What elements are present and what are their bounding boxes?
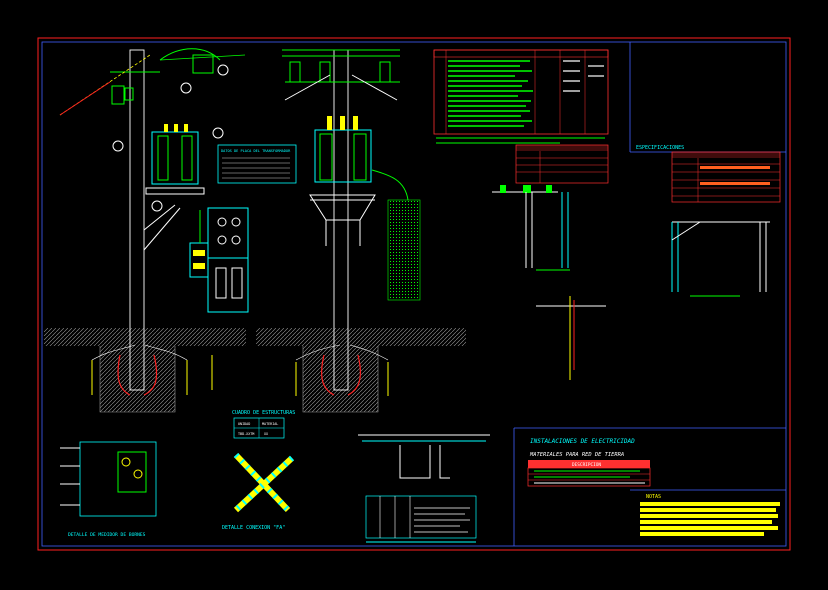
- connection-detail: DETALLE CONEXION "FA": [222, 452, 295, 531]
- small-table-right: [671, 151, 781, 203]
- left-pole-structure: [59, 48, 249, 396]
- drawing-title: INSTALACIONES DE ELECTRICIDAD: [530, 438, 635, 445]
- nameplate-title: DATOS DE PLACA DEL TRANSFORMADOR: [221, 149, 291, 153]
- ground-hatch-left: [44, 328, 246, 346]
- inner-frame: [41, 41, 787, 547]
- box-col1: UNIDAD: [238, 422, 250, 426]
- table-header: DESCRIPCION: [572, 462, 601, 468]
- outer-frame: [37, 37, 791, 551]
- title-block: INSTALACIONES DE ELECTRICIDAD MATERIALES…: [527, 438, 651, 487]
- transformer-nameplate: DATOS DE PLACA DEL TRANSFORMADOR: [217, 144, 297, 184]
- notes-block: NOTAS: [640, 494, 780, 536]
- side-label: ESPECIFICACIONES: [636, 145, 684, 151]
- box-val2: XX: [264, 432, 269, 436]
- drawing-subtitle: MATERIALES PARA RED DE TIERRA: [529, 452, 624, 458]
- grounding-detail: [358, 434, 490, 543]
- box-val1: TBD-XXTM: [238, 432, 254, 436]
- conn-caption: DETALLE CONEXION "FA": [222, 525, 285, 531]
- right-pole-structure: [282, 49, 409, 396]
- box-title: CUADRO DE ESTRUCTURAS: [232, 410, 295, 416]
- meter-caption: DETALLE DE MEDIDOR DE BORNES: [68, 532, 146, 538]
- notes-title: NOTAS: [646, 494, 661, 500]
- concrete-wall: [387, 199, 421, 301]
- ground-hatch-right: [256, 328, 466, 346]
- small-table-center: [515, 144, 609, 184]
- crossarm-detail-right: [671, 221, 770, 297]
- ground-rod-detail: [536, 296, 606, 380]
- materials-table-top: [433, 49, 609, 144]
- structures-box: CUADRO DE ESTRUCTURAS UNIDAD MATERIAL TB…: [232, 410, 295, 439]
- box-col2: MATERIAL: [262, 422, 278, 426]
- crossarm-detail-left: [492, 185, 570, 271]
- meter-terminal-detail: DETALLE DE MEDIDOR DE BORNES: [60, 441, 157, 538]
